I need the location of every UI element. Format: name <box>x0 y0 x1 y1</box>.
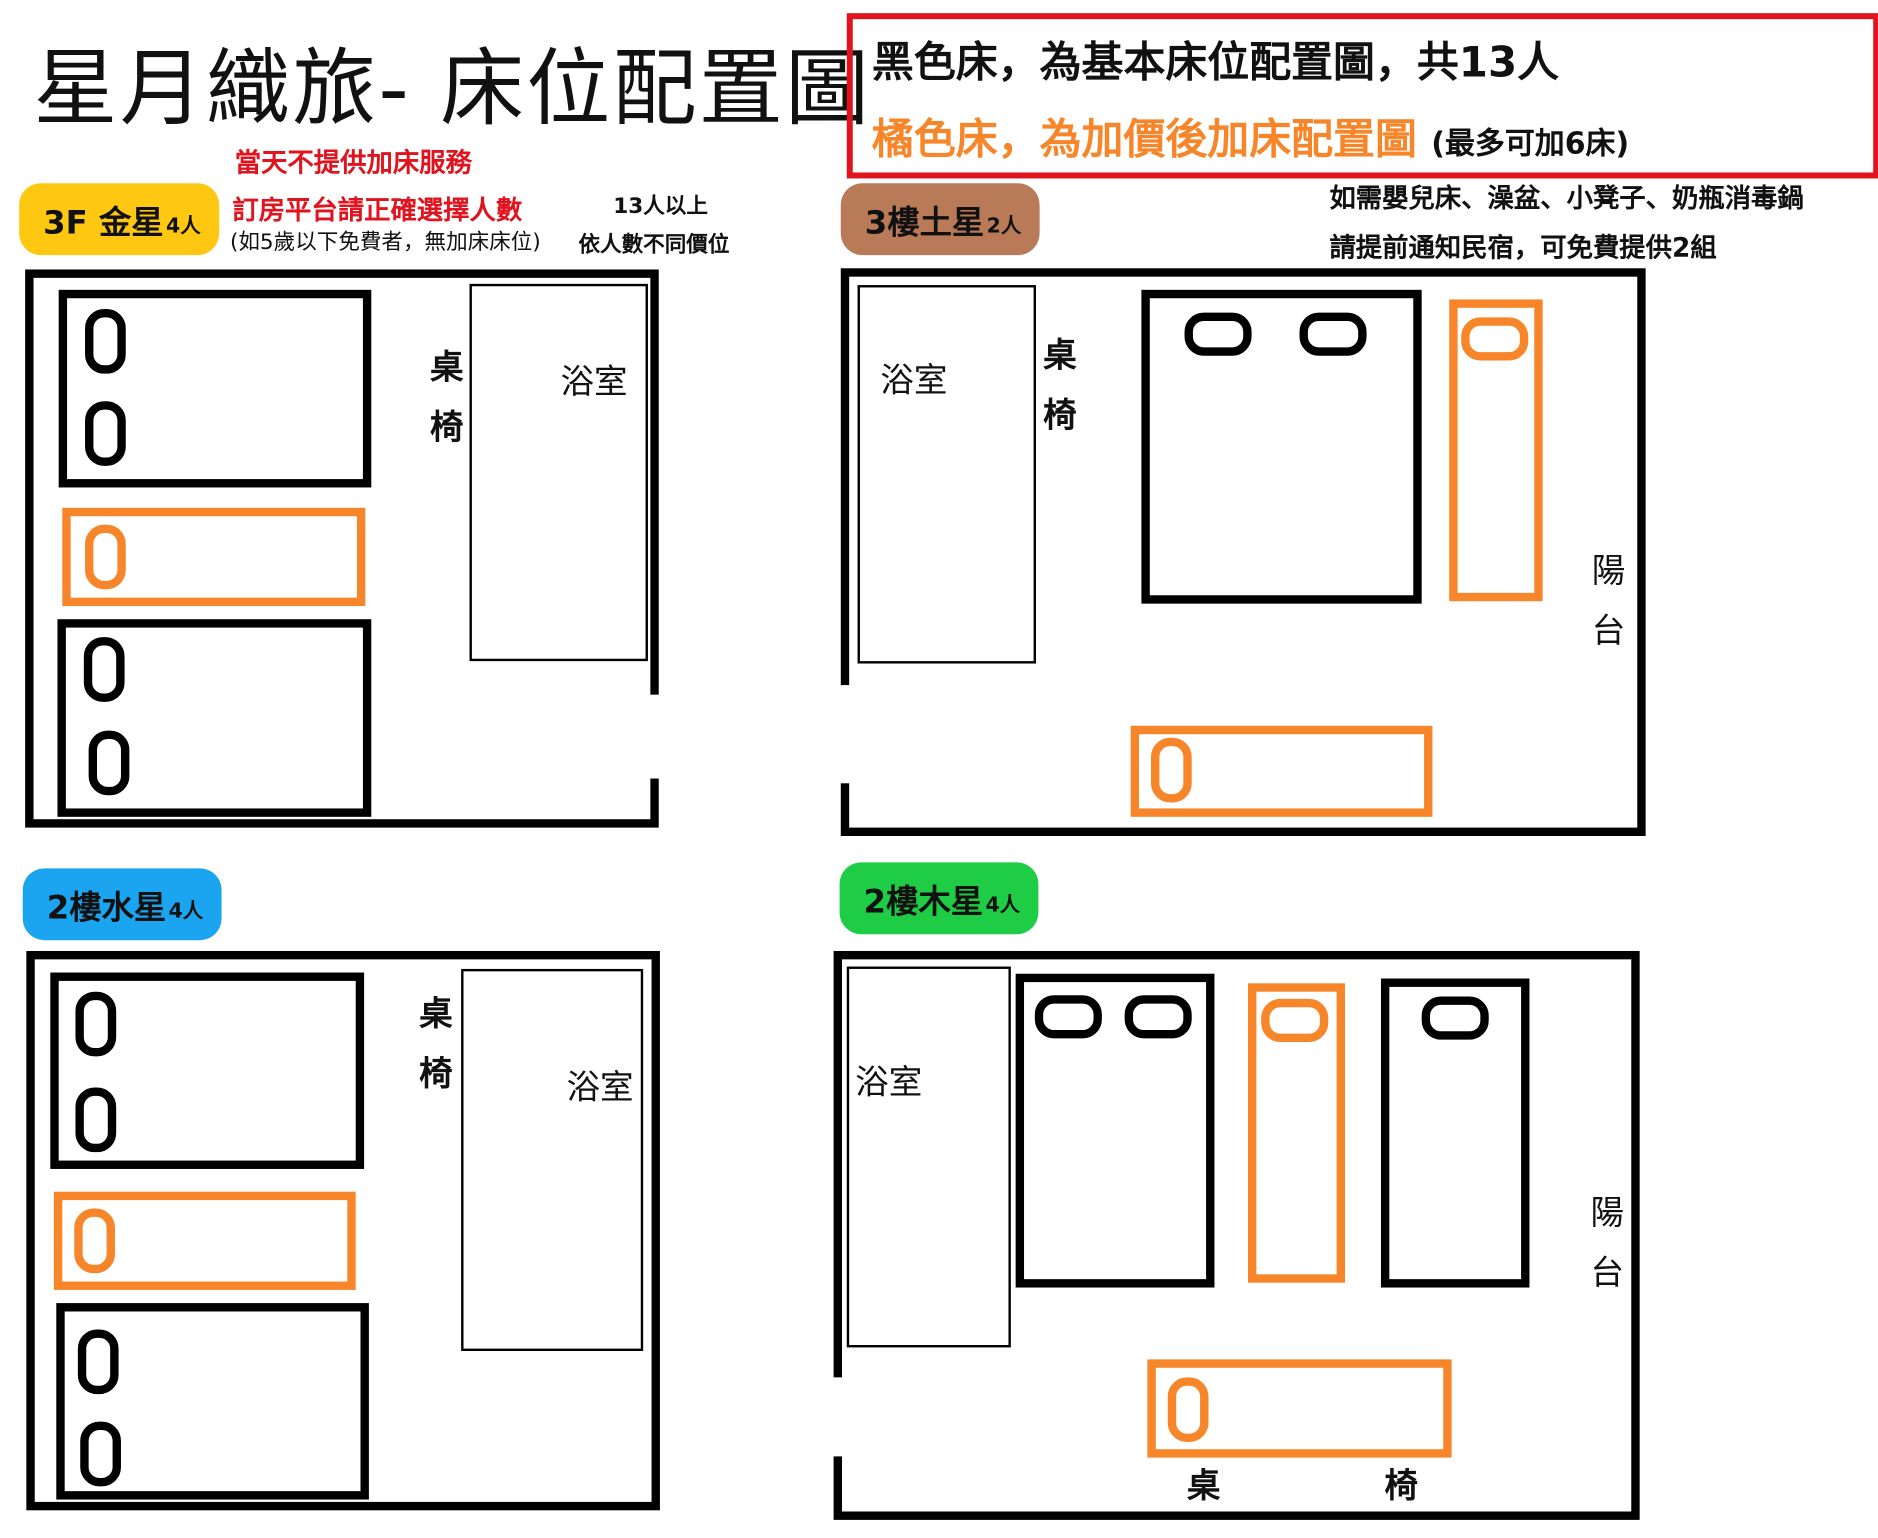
mercury-desk-chair: 桌椅 <box>419 994 453 1094</box>
venus-bed-2 <box>57 619 372 817</box>
legend-box <box>846 13 1878 179</box>
pillow-icon <box>1124 995 1192 1039</box>
venus-extra-bed <box>62 507 366 607</box>
notice-select-headcount: 訂房平台請正確選擇人數 <box>232 196 523 227</box>
notice-infant-free: 請提前通知民宿，可免費提供2組 <box>1329 233 1717 264</box>
mercury-bed-1 <box>50 972 365 1169</box>
notice-price: 依人數不同價位 <box>578 232 730 258</box>
saturn-desk-chair: 桌椅 <box>1043 335 1077 435</box>
jupiter-bathroom-label: 浴室 <box>855 1062 923 1102</box>
room-venus-door <box>646 694 664 779</box>
room-saturn-door <box>835 685 853 784</box>
notice-over13: 13人以上 <box>613 194 708 220</box>
pillow-icon <box>75 1087 117 1153</box>
pillow-icon <box>83 637 125 702</box>
saturn-bathroom-label: 浴室 <box>880 360 948 401</box>
saturn-bathroom <box>857 285 1037 664</box>
venus-bathroom <box>469 283 648 662</box>
venus-bed-1 <box>58 289 372 488</box>
legend-orange-bed: 橘色床，為加價後加床配置圖(最多可加6床) <box>871 116 1630 165</box>
pillow-icon <box>75 991 117 1057</box>
pillow-icon <box>88 730 130 796</box>
venus-desk-chair: 桌椅 <box>429 347 464 447</box>
pillow-icon <box>77 1329 119 1395</box>
pillow-icon <box>85 401 126 466</box>
notice-infant-items: 如需嬰兒床、澡盆、小凳子、奶瓶消毒鍋 <box>1329 184 1804 215</box>
saturn-extra-bed-vertical <box>1449 299 1543 602</box>
pillow-icon <box>80 1421 121 1487</box>
pillow-icon <box>1184 312 1252 356</box>
venus-bathroom-label: 浴室 <box>560 361 628 402</box>
pillow-icon <box>1299 312 1367 356</box>
pillow-icon <box>1421 996 1489 1040</box>
saturn-balcony: 陽台 <box>1591 550 1626 651</box>
pillow-icon <box>1261 998 1329 1042</box>
jupiter-double-bed <box>1015 973 1215 1288</box>
mercury-bathroom-label: 浴室 <box>566 1067 634 1107</box>
saturn-extra-bed-horizontal <box>1130 725 1433 817</box>
jupiter-chair: 椅 <box>1384 1465 1419 1506</box>
room-jupiter-door <box>828 1377 846 1457</box>
room-mercury-wall <box>26 950 660 1511</box>
pillow-icon <box>85 309 126 374</box>
pillow-icon <box>1034 995 1102 1039</box>
mercury-bed-2 <box>56 1303 369 1500</box>
room-jupiter-wall <box>833 950 1640 1520</box>
jupiter-balcony: 陽台 <box>1590 1192 1625 1293</box>
jupiter-desk: 桌 <box>1186 1465 1221 1506</box>
room-saturn-wall <box>840 268 1646 836</box>
notice-no-extra-bed: 當天不提供加床服務 <box>234 148 472 179</box>
pillow-icon <box>1167 1377 1209 1443</box>
notice-under5: (如5歲以下免費者，無加床床位) <box>229 229 541 256</box>
legend-black-bed: 黑色床，為基本床位配置圖，共13人 <box>871 39 1560 88</box>
page-title: 星月織旅- 床位配置圖 <box>33 39 872 138</box>
mercury-extra-bed <box>53 1191 356 1290</box>
jupiter-single-bed <box>1380 978 1530 1288</box>
saturn-double-bed <box>1141 289 1422 604</box>
jupiter-bathroom <box>846 966 1011 1348</box>
pillow-icon <box>74 1208 115 1274</box>
room-venus-wall <box>25 269 659 828</box>
jupiter-extra-bed-vertical <box>1248 983 1346 1283</box>
legend-max-note: (最多可加6床) <box>1431 125 1630 161</box>
pillow-icon <box>85 524 126 590</box>
jupiter-extra-bed-horizontal <box>1147 1359 1452 1458</box>
mercury-bathroom <box>461 968 644 1352</box>
pillow-icon <box>1461 317 1529 361</box>
pillow-icon <box>1150 737 1192 803</box>
